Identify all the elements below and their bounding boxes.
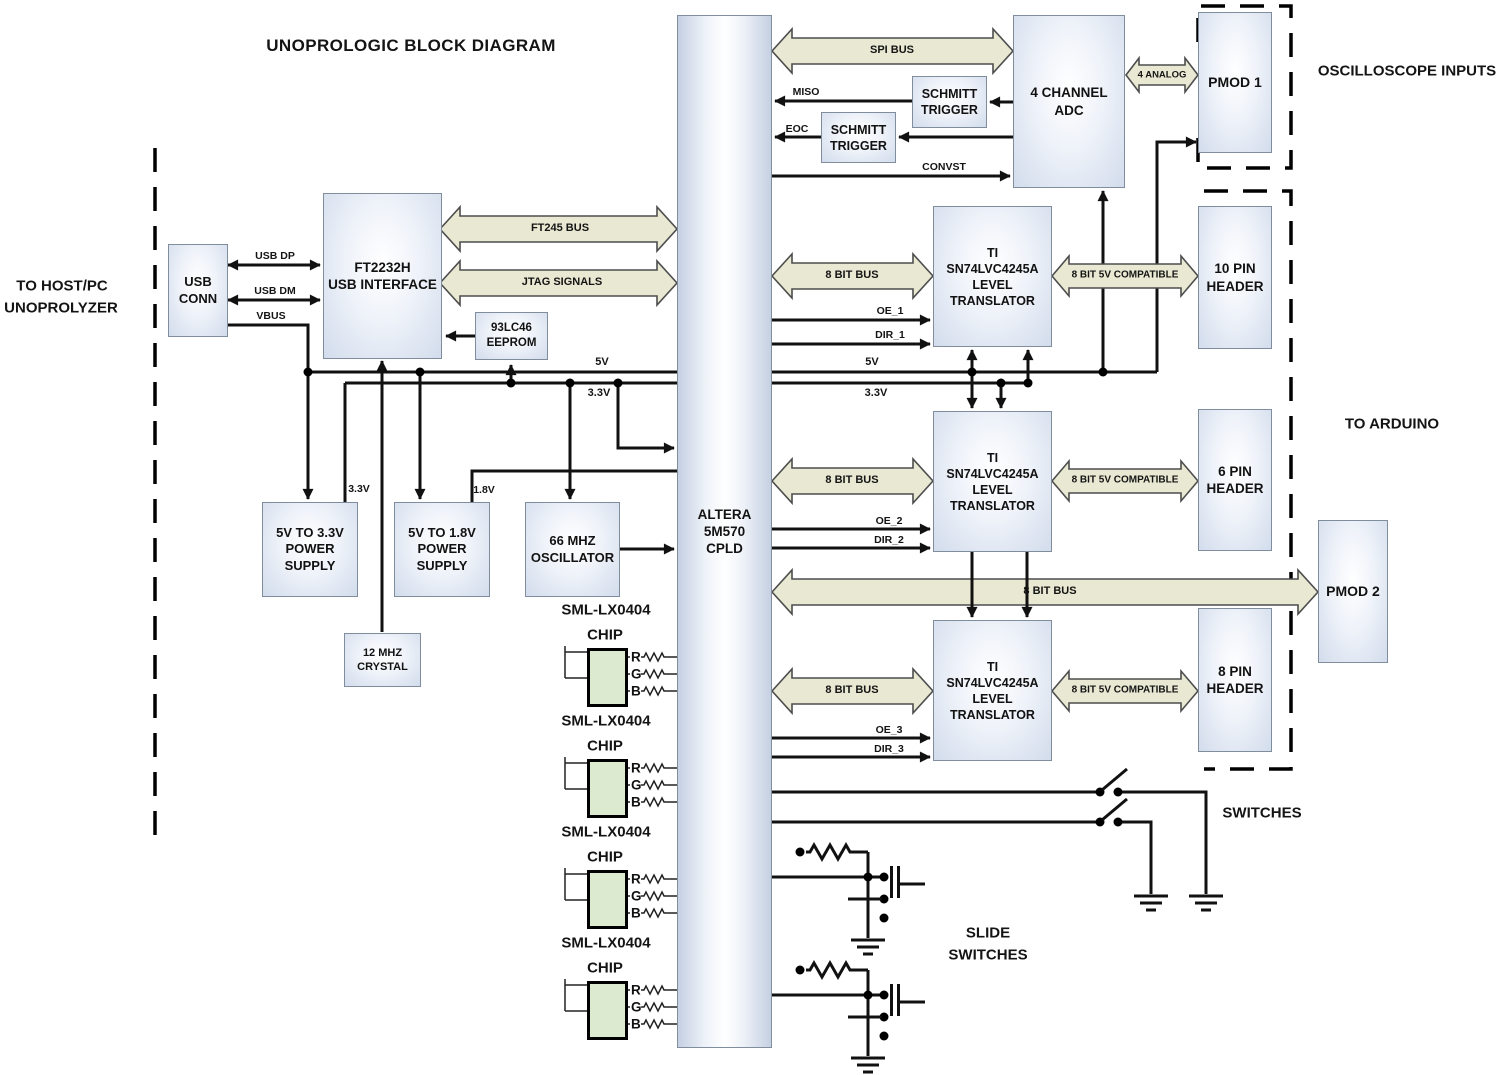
led-chip-2-name: CHIP bbox=[587, 737, 623, 755]
rail-3v3-right-label: 3.3V bbox=[864, 387, 888, 399]
arduino-dashed-box bbox=[1204, 189, 1293, 771]
led3-pin-g: G bbox=[631, 888, 642, 904]
led-chip-1-part: SML-LX0404 bbox=[561, 601, 651, 619]
host-label-line1: TO HOST/PC bbox=[16, 277, 108, 295]
oe2-label: OE_2 bbox=[875, 515, 903, 527]
usb-dp-label: USB DP bbox=[255, 250, 295, 262]
led1-pin-b: B bbox=[631, 683, 641, 699]
vbus-label: VBUS bbox=[256, 310, 286, 322]
ps18-output-label: 1.8V bbox=[473, 484, 495, 496]
bus-arrows bbox=[438, 26, 1320, 716]
slide-switches-label-line2: SWITCHES bbox=[948, 946, 1028, 964]
led-chip-3-name: CHIP bbox=[587, 848, 623, 866]
led1-pin-g: G bbox=[631, 666, 642, 682]
dir3-label: DIR_3 bbox=[874, 743, 904, 755]
block-oscillator: 66 MHZ OSCILLATOR bbox=[525, 502, 620, 597]
led-chip-1-name: CHIP bbox=[587, 626, 623, 644]
oe1-label: OE_1 bbox=[876, 305, 904, 317]
slide-switch-circuits bbox=[796, 845, 926, 1072]
diagram-title: UNOPROLOGIC BLOCK DIAGRAM bbox=[266, 36, 556, 55]
block-eeprom: 93LC46 EEPROM bbox=[475, 312, 548, 360]
oscilloscope-inputs-dashed-box bbox=[1196, 4, 1293, 170]
slide-switches-label-line1: SLIDE bbox=[965, 924, 1011, 942]
ft245-bus-label: FT245 BUS bbox=[530, 222, 590, 234]
bit8-bus3-label: 8 BIT BUS bbox=[825, 684, 879, 696]
eoc-label: EOC bbox=[785, 123, 809, 135]
led1-pin-r: R bbox=[631, 649, 641, 665]
block-header-8pin: 8 PIN HEADER bbox=[1198, 608, 1272, 752]
block-pmod1: PMOD 1 bbox=[1198, 12, 1272, 153]
compat-bus3-label: 8 BIT 5V COMPATIBLE bbox=[1071, 684, 1179, 696]
dir2-label: DIR_2 bbox=[874, 534, 904, 546]
switches-label: SWITCHES bbox=[1222, 804, 1302, 822]
rail-5v-left-label: 5V bbox=[595, 356, 609, 368]
block-power-supply-1v8: 5V TO 1.8V POWER SUPPLY bbox=[394, 502, 490, 597]
led-chip-1 bbox=[587, 648, 628, 707]
bit8-bus1-label: 8 BIT BUS bbox=[825, 269, 879, 281]
led3-pin-b: B bbox=[631, 905, 641, 921]
block-header-6pin: 6 PIN HEADER bbox=[1198, 409, 1272, 551]
led2-pin-b: B bbox=[631, 794, 641, 810]
led-chip-4-part: SML-LX0404 bbox=[561, 934, 651, 952]
compat-bus2-label: 8 BIT 5V COMPATIBLE bbox=[1071, 474, 1179, 486]
junction-dots bbox=[303, 367, 1108, 388]
led2-pin-g: G bbox=[631, 777, 642, 793]
host-label-line2: UNOPROLYZER bbox=[4, 299, 118, 317]
translator3-power-feeds bbox=[966, 552, 1033, 618]
to-arduino-label: TO ARDUINO bbox=[1344, 415, 1440, 433]
toggle-switches bbox=[1094, 767, 1225, 912]
led-chip-3-part: SML-LX0404 bbox=[561, 823, 651, 841]
block-header-10pin: 10 PIN HEADER bbox=[1198, 206, 1272, 349]
led-chip-2 bbox=[587, 759, 628, 818]
led-chip-3 bbox=[587, 870, 628, 929]
dir1-label: DIR_1 bbox=[875, 329, 905, 341]
block-power-supply-3v3: 5V TO 3.3V POWER SUPPLY bbox=[262, 502, 358, 597]
block-translator-2: TI SN74LVC4245A LEVEL TRANSLATOR bbox=[933, 411, 1052, 552]
led4-pin-b: B bbox=[631, 1016, 641, 1032]
block-schmitt-trigger-1: SCHMITT TRIGGER bbox=[912, 76, 987, 128]
rail-5v-right-label: 5V bbox=[865, 356, 879, 368]
led2-pin-r: R bbox=[631, 760, 641, 776]
jtag-bus-label: JTAG SIGNALS bbox=[521, 276, 603, 288]
miso-label: MISO bbox=[792, 86, 820, 98]
led-chip-4 bbox=[587, 981, 628, 1040]
usb-dm-label: USB DM bbox=[254, 285, 296, 297]
block-adc: 4 CHANNEL ADC bbox=[1013, 15, 1125, 188]
block-translator-3: TI SN74LVC4245A LEVEL TRANSLATOR bbox=[933, 620, 1052, 761]
ps33-output-label: 3.3V bbox=[348, 483, 370, 495]
signal-wires bbox=[226, 95, 1208, 997]
spi-bus-label: SPI BUS bbox=[869, 44, 915, 56]
block-cpld: ALTERA 5M570 CPLD bbox=[677, 15, 772, 1048]
analog-bus-label: 4 ANALOG bbox=[1137, 69, 1187, 81]
block-translator-1: TI SN74LVC4245A LEVEL TRANSLATOR bbox=[933, 206, 1052, 347]
block-schmitt-trigger-2: SCHMITT TRIGGER bbox=[821, 112, 896, 163]
bit8-bus2-label: 8 BIT BUS bbox=[825, 474, 879, 486]
led-chip-2-part: SML-LX0404 bbox=[561, 712, 651, 730]
block-usb-conn: USB CONN bbox=[168, 244, 228, 337]
led3-pin-r: R bbox=[631, 871, 641, 887]
oscilloscope-inputs-label: OSCILLOSCOPE INPUTS bbox=[1317, 62, 1497, 80]
block-crystal: 12 MHZ CRYSTAL bbox=[344, 633, 421, 687]
led4-pin-g: G bbox=[631, 999, 642, 1015]
led-chip-4-name: CHIP bbox=[587, 959, 623, 977]
compat-bus1-label: 8 BIT 5V COMPATIBLE bbox=[1071, 269, 1179, 281]
pmod2-bus-label: 8 BIT BUS bbox=[1023, 585, 1077, 597]
led4-pin-r: R bbox=[631, 982, 641, 998]
rail-3v3-left-label: 3.3V bbox=[587, 387, 611, 399]
convst-label: CONVST bbox=[922, 161, 966, 173]
oe3-label: OE_3 bbox=[875, 724, 903, 736]
block-pmod2: PMOD 2 bbox=[1318, 520, 1388, 663]
block-ft2232h: FT2232H USB INTERFACE bbox=[323, 193, 442, 359]
